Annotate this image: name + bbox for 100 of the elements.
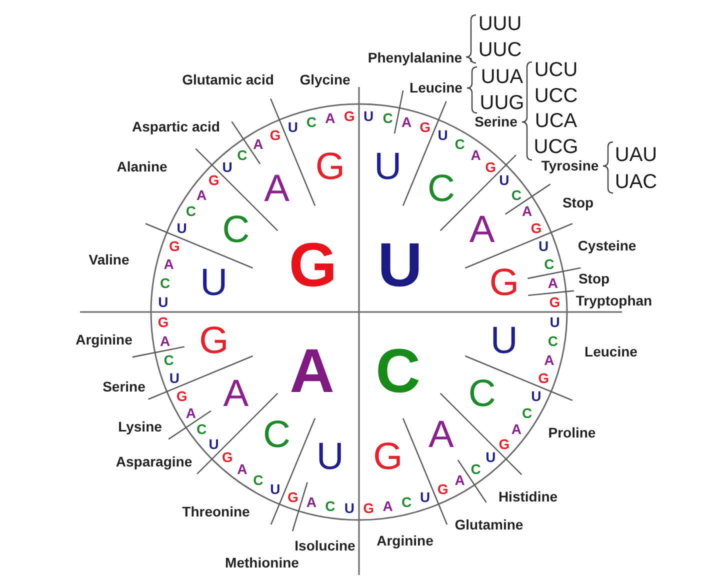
third-base-letter: G — [485, 160, 496, 174]
second-base-letter: G — [373, 438, 403, 476]
amino-acid-label: Glutamine — [454, 516, 524, 534]
third-base-letter: C — [306, 114, 316, 129]
second-base-letter: U — [200, 264, 228, 302]
third-base-letter: U — [344, 500, 354, 515]
amino-acid-label: Tyrosine — [541, 158, 599, 174]
second-base-letter: U — [374, 148, 402, 186]
third-base-letter: A — [548, 276, 558, 290]
first-base-letter: G — [288, 235, 338, 297]
third-base-letter: A — [402, 114, 412, 129]
amino-acid-label: Methionine — [225, 554, 299, 572]
first-base-letter: U — [378, 235, 422, 297]
third-base-letter: G — [288, 490, 298, 504]
third-base-letter: U — [438, 128, 448, 142]
third-base-letter: C — [237, 148, 248, 162]
third-base-letter: G — [176, 388, 188, 403]
amino-acid-label: Proline — [548, 424, 596, 442]
third-base-letter: G — [270, 128, 281, 142]
codon-label: UAU — [614, 145, 658, 165]
third-base-letter: A — [325, 111, 336, 126]
codon-label: UCG — [534, 137, 578, 157]
third-base-letter: A — [544, 352, 554, 367]
third-base-letter: U — [499, 173, 510, 188]
third-base-letter: U — [364, 109, 374, 124]
third-base-letter: G — [169, 238, 180, 253]
third-base-letter: A — [306, 495, 316, 510]
second-base-letter: G — [199, 322, 229, 360]
amino-acid-label: Leucine — [584, 344, 638, 360]
third-base-letter: C — [196, 422, 207, 436]
third-base-letter: C — [548, 334, 558, 348]
amino-acid-label: Glutamic acid — [182, 72, 274, 88]
codon-label: UCA — [534, 111, 578, 131]
amino-acid-label: Isolucine — [294, 538, 356, 554]
codon-label: UUG — [480, 93, 524, 113]
third-base-letter: C — [402, 495, 412, 510]
third-base-letter: C — [253, 473, 264, 488]
third-base-letter: G — [208, 173, 220, 188]
third-base-letter: A — [186, 406, 196, 420]
third-base-letter: C — [470, 462, 481, 476]
amino-acid-label: Lysine — [118, 418, 162, 436]
second-base-letter: C — [263, 416, 290, 454]
third-base-letter: C — [544, 257, 554, 272]
second-base-letter: U — [316, 438, 344, 476]
second-base-letter: G — [489, 264, 519, 302]
codon-label: UCC — [534, 86, 578, 106]
codon-label: UUA — [480, 67, 524, 87]
third-base-letter: C — [160, 276, 170, 290]
amino-acid-label: Arginine — [376, 532, 434, 550]
third-base-letter: C — [164, 352, 174, 367]
third-base-letter: G — [158, 314, 169, 329]
amino-acid-label: Tryptophan — [576, 292, 652, 310]
third-base-letter: C — [382, 111, 393, 126]
third-base-letter: A — [454, 473, 465, 488]
amino-acid-label: Stop — [578, 270, 610, 288]
third-base-letter: G — [549, 295, 560, 310]
amino-acid-label: Asparagine — [116, 454, 192, 470]
third-base-letter: A — [160, 334, 170, 348]
amino-acid-label: Valine — [88, 252, 130, 268]
third-base-letter: U — [208, 436, 219, 451]
third-base-letter: U — [158, 295, 168, 310]
second-base-letter: C — [222, 210, 250, 249]
third-base-letter: C — [511, 188, 522, 202]
third-base-letter: U — [531, 388, 542, 403]
third-base-letter: G — [437, 482, 448, 496]
codon-label: UAC — [614, 172, 658, 192]
third-base-letter: A — [237, 462, 248, 476]
amino-acid-label: Threonine — [182, 504, 250, 520]
third-base-letter: U — [538, 238, 549, 253]
third-base-letter: U — [169, 371, 180, 386]
third-base-letter: G — [420, 120, 430, 134]
amino-acid-label: Histidine — [498, 488, 558, 506]
third-base-letter: G — [222, 450, 233, 464]
second-base-letter: A — [428, 416, 454, 454]
second-base-letter: A — [469, 210, 495, 249]
third-base-letter: U — [288, 120, 298, 134]
third-base-letter: C — [522, 406, 532, 420]
third-base-letter: U — [176, 221, 187, 236]
amino-acid-label: Stop — [562, 194, 594, 212]
amino-acid-label: Cysteine — [578, 238, 636, 254]
codon-label: UCU — [534, 60, 578, 80]
amino-acid-label: Arginine — [76, 332, 132, 348]
third-base-letter: G — [498, 436, 510, 451]
third-base-letter: C — [186, 204, 196, 218]
third-base-letter: G — [530, 221, 542, 236]
third-base-letter: A — [196, 188, 207, 202]
first-base-letter: A — [290, 341, 334, 403]
first-base-letter: C — [376, 341, 420, 403]
third-base-letter: G — [363, 500, 374, 515]
third-base-letter: A — [522, 204, 532, 218]
third-base-letter: U — [550, 314, 560, 329]
third-base-letter: U — [420, 490, 430, 504]
second-base-letter: U — [490, 322, 518, 360]
third-base-letter: C — [325, 498, 336, 513]
third-base-letter: A — [470, 148, 481, 162]
codon-label: UUC — [478, 40, 522, 60]
third-base-letter: A — [511, 422, 522, 436]
second-base-letter: C — [468, 375, 496, 414]
codon-label: UUU — [478, 14, 522, 34]
third-base-letter: C — [454, 136, 465, 151]
